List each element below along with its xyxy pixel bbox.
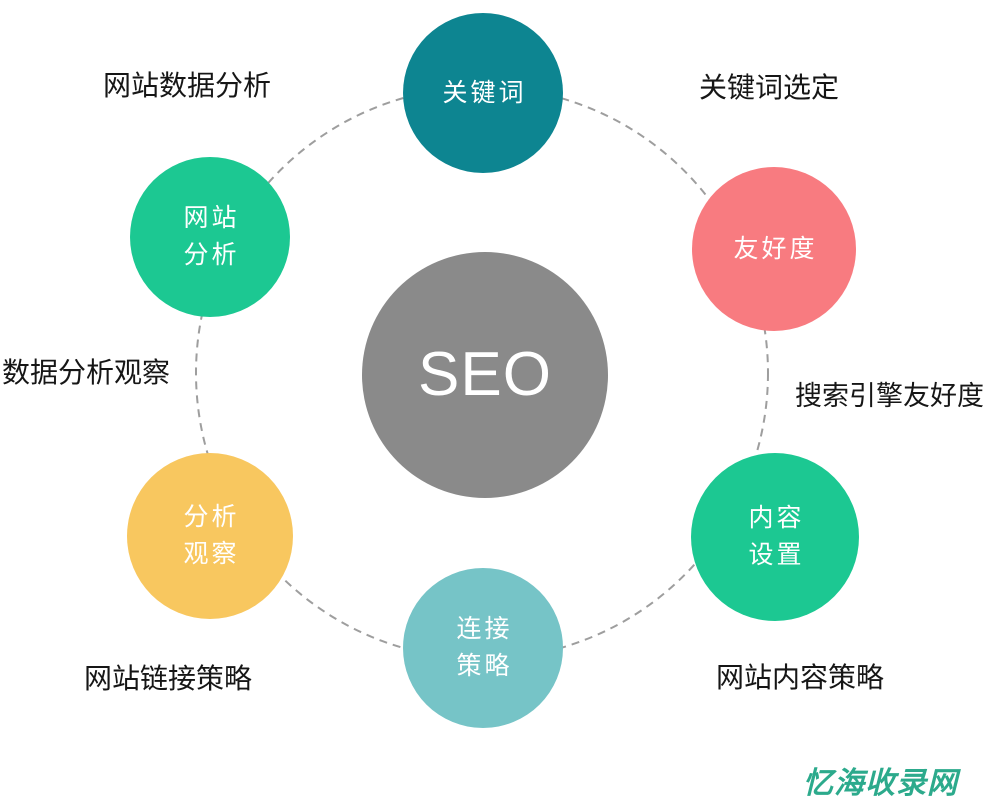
label-data-analysis-observation: 数据分析观察: [2, 357, 171, 388]
node-content-setup-line2: 设置: [748, 541, 805, 569]
label-keyword-selection: 关键词选定: [699, 72, 840, 103]
node-friendliness: 友好度: [692, 167, 856, 331]
node-keywords-label: 关键词: [442, 78, 527, 107]
center-node-label: SEO: [418, 340, 552, 409]
node-link-strategy-line2: 策略: [456, 652, 513, 680]
label-search-engine-friendliness: 搜索引擎友好度: [795, 381, 984, 411]
center-node-seo: SEO: [362, 252, 608, 498]
node-analysis-observation: 分析 观察: [127, 453, 293, 619]
label-site-link-strategy: 网站链接策略: [84, 663, 253, 694]
watermark-logo: 忆海收录网: [803, 767, 958, 800]
node-analysis-observation-line1: 分析: [183, 503, 240, 531]
node-friendliness-label: 友好度: [733, 234, 818, 263]
node-site-analysis: 网站 分析: [130, 157, 290, 317]
node-content-setup: 内容 设置: [691, 453, 859, 621]
node-link-strategy-line1: 连接: [456, 615, 513, 643]
label-site-data-analysis: 网站数据分析: [103, 70, 272, 101]
node-analysis-observation-line2: 观察: [183, 540, 240, 568]
label-site-content-strategy: 网站内容策略: [716, 662, 885, 693]
node-site-analysis-line2: 分析: [183, 241, 240, 269]
node-site-analysis-line1: 网站: [183, 204, 240, 232]
node-keywords: 关键词: [403, 13, 563, 173]
node-link-strategy: 连接 策略: [403, 568, 563, 728]
node-content-setup-line1: 内容: [748, 504, 805, 532]
